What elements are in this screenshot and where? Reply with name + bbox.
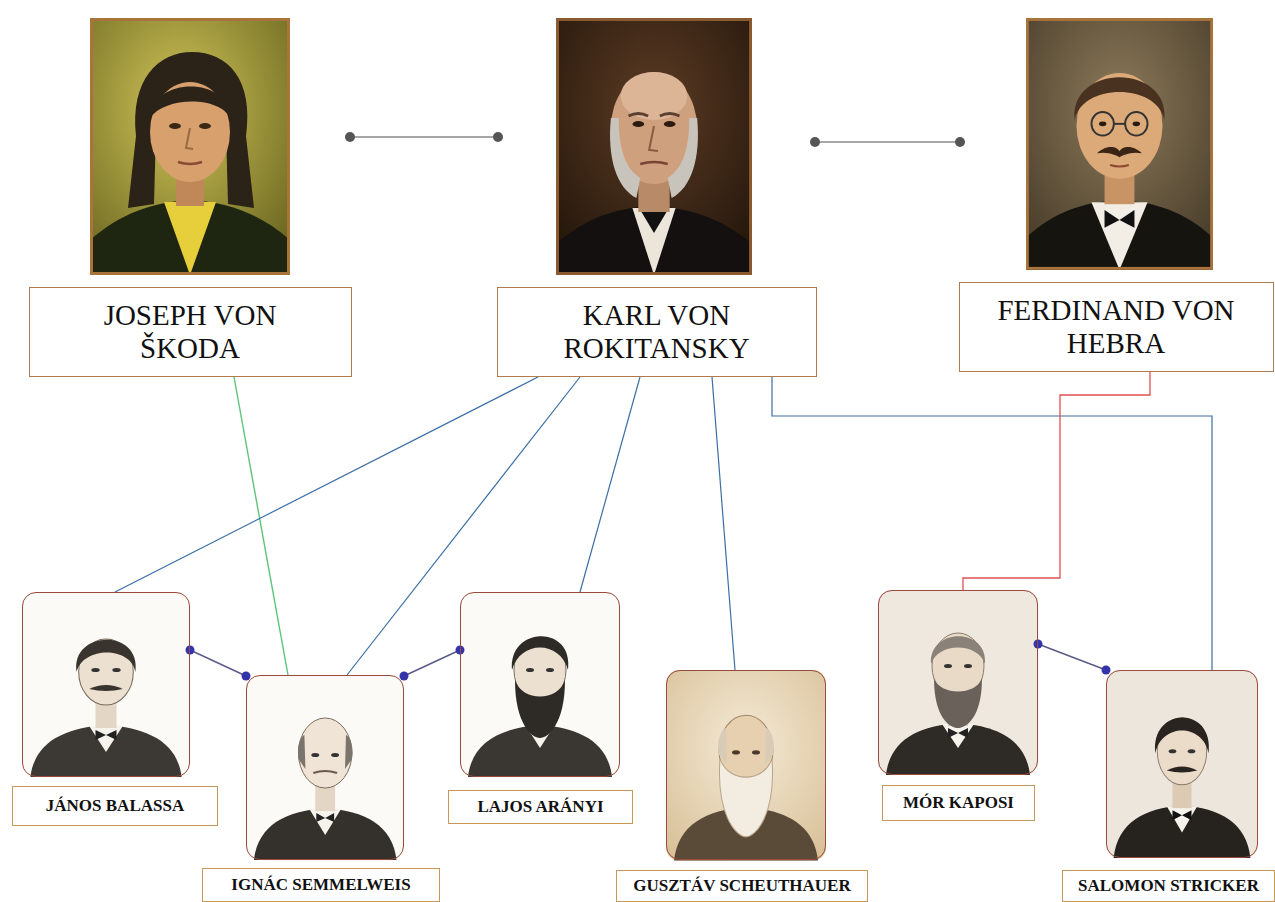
- person-name: SALOMON STRICKER: [1078, 876, 1259, 896]
- connector: [772, 377, 1212, 670]
- portrait-engraving: [246, 675, 404, 860]
- portrait-card: JÁNOS BALASSA: [22, 592, 190, 777]
- portrait-engraving: [22, 592, 190, 777]
- portrait-card: IGNÁC SEMMELWEIS: [246, 675, 404, 860]
- portrait-card: FERDINAND VON HEBRA: [960, 18, 1272, 372]
- portrait-photograph: [1106, 670, 1258, 858]
- name-plate: JÁNOS BALASSA: [12, 786, 218, 826]
- person-name: KARL VON ROKITANSKY: [522, 299, 792, 366]
- portrait-painting: [1026, 18, 1213, 270]
- portrait-photograph: [666, 670, 826, 861]
- person-name: JÁNOS BALASSA: [46, 796, 184, 816]
- person-name: FERDINAND VON HEBRA: [984, 294, 1249, 361]
- connector: [347, 377, 580, 675]
- connector: [234, 377, 288, 675]
- portrait-photograph: [878, 590, 1038, 775]
- name-plate: IGNÁC SEMMELWEIS: [202, 868, 440, 902]
- connector: [190, 650, 246, 676]
- connector: [404, 650, 460, 676]
- connector: [1038, 644, 1106, 670]
- portrait-painting: [90, 18, 290, 275]
- connector: [815, 141, 960, 143]
- name-plate: LAJOS ARÁNYI: [448, 790, 633, 824]
- person-name: MÓR KAPOSI: [903, 793, 1014, 813]
- connector: [712, 377, 735, 670]
- connector: [115, 377, 538, 592]
- name-plate: SALOMON STRICKER: [1062, 870, 1275, 902]
- portrait-card: JOSEPH VON ŠKODA: [30, 18, 350, 377]
- portrait-card: KARL VON ROKITANSKY: [498, 18, 815, 377]
- name-plate: FERDINAND VON HEBRA: [959, 282, 1274, 372]
- person-name: JOSEPH VON ŠKODA: [54, 299, 327, 366]
- connector: [350, 136, 498, 138]
- name-plate: JOSEPH VON ŠKODA: [29, 287, 352, 377]
- connector: [580, 377, 640, 592]
- person-name: LAJOS ARÁNYI: [477, 797, 603, 817]
- portrait-engraving: [460, 592, 620, 777]
- name-plate: MÓR KAPOSI: [882, 785, 1035, 821]
- person-name: IGNÁC SEMMELWEIS: [231, 875, 410, 895]
- connector: [963, 372, 1150, 590]
- portrait-card: GUSZTÁV SCHEUTHAUER: [666, 670, 826, 860]
- portrait-card: MÓR KAPOSI: [878, 590, 1038, 775]
- name-plate: KARL VON ROKITANSKY: [497, 287, 817, 377]
- portrait-card: SALOMON STRICKER: [1106, 670, 1258, 858]
- portrait-painting: [556, 18, 752, 275]
- person-name: GUSZTÁV SCHEUTHAUER: [633, 876, 850, 896]
- name-plate: GUSZTÁV SCHEUTHAUER: [616, 870, 868, 902]
- portrait-card: LAJOS ARÁNYI: [460, 592, 620, 777]
